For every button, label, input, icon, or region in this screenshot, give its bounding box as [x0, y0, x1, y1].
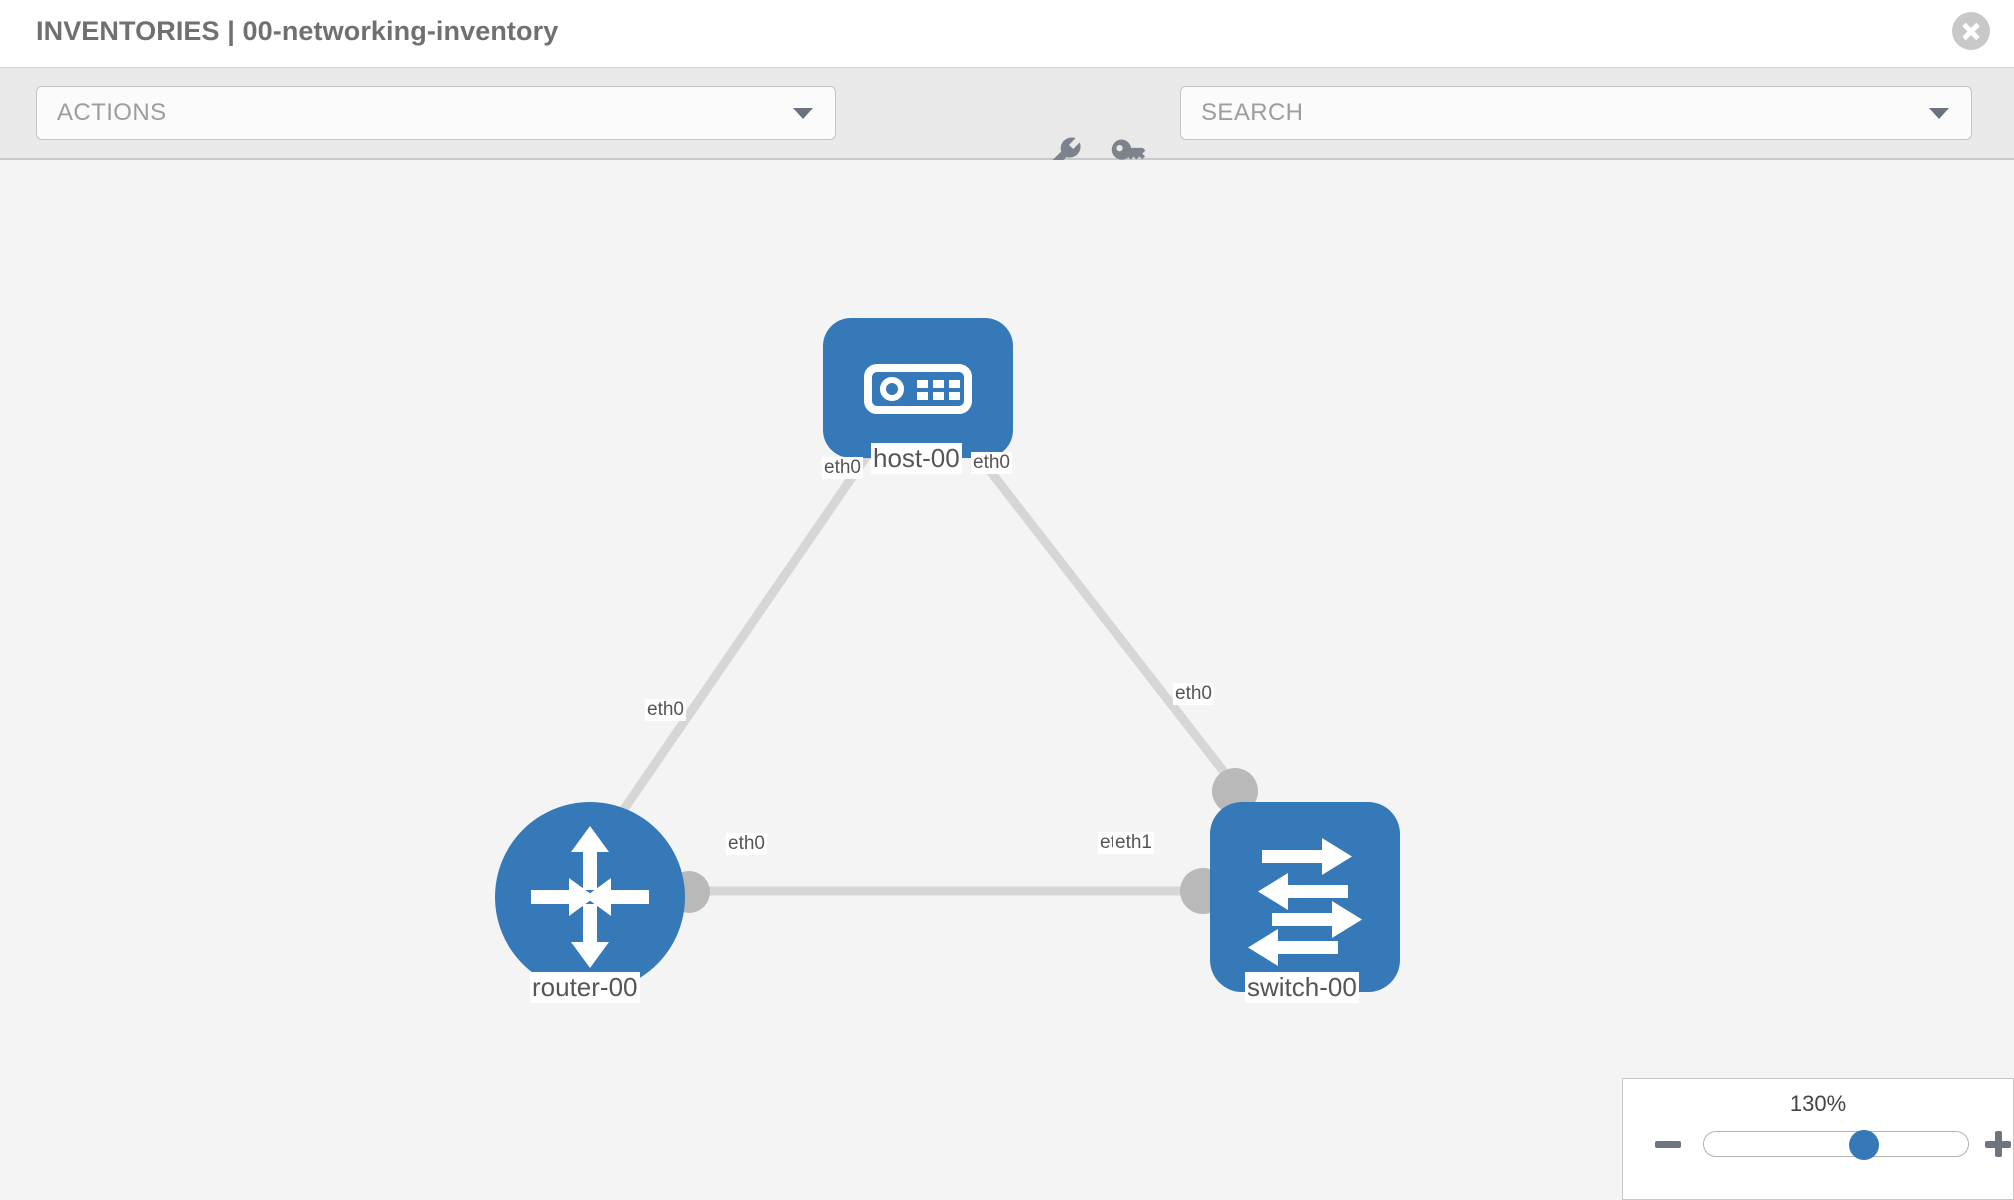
edge-host-switch: [947, 417, 1243, 795]
zoom-out-button[interactable]: [1655, 1141, 1681, 1148]
edge-label-host-right: eth0: [971, 452, 1012, 474]
edge-label-host-left: eth0: [822, 457, 863, 479]
key-icon[interactable]: [1108, 134, 1152, 178]
topology-canvas[interactable]: host-00 ro: [0, 160, 2014, 1200]
node-router-00[interactable]: [495, 802, 685, 992]
switch-arrows-icon: [1248, 838, 1362, 966]
page-header: INVENTORIES | 00-networking-inventory: [0, 0, 2014, 68]
zoom-slider[interactable]: [1703, 1131, 1969, 1157]
chevron-down-icon: [1929, 108, 1949, 119]
actions-dropdown-label: ACTIONS: [57, 99, 167, 126]
node-switch-00-shape: [1210, 802, 1400, 992]
edge-label-router-top: eth0: [645, 699, 686, 721]
search-placeholder: SEARCH: [1201, 99, 1304, 126]
actions-dropdown[interactable]: ACTIONS: [36, 86, 836, 140]
node-switch-00[interactable]: [1210, 802, 1400, 992]
search-input[interactable]: SEARCH: [1180, 86, 1972, 140]
edge-label-router-right: eth0: [726, 833, 767, 855]
zoom-level-value: 130%: [1789, 1091, 1847, 1116]
node-switch-00-label: switch-00: [1245, 972, 1359, 1003]
topology-edges: [615, 417, 1243, 896]
toolbar: ACTIONS SEARCH: [0, 68, 2014, 174]
edge-label-switch-left-b: eth1: [1113, 832, 1154, 854]
page-title: INVENTORIES | 00-networking-inventory: [36, 16, 559, 46]
close-icon[interactable]: [1952, 12, 1990, 50]
server-icon: [864, 364, 972, 414]
node-router-00-shape: [495, 802, 685, 992]
node-router-00-label: router-00: [530, 972, 640, 1003]
node-host-00-shape: [823, 318, 1013, 458]
node-host-00-label: host-00: [871, 443, 962, 474]
chevron-down-icon: [793, 108, 813, 119]
node-host-00[interactable]: [823, 318, 1013, 458]
edge-label-switch-top: eth0: [1173, 683, 1214, 705]
edge-host-router: [615, 420, 893, 820]
zoom-in-button[interactable]: [1985, 1131, 2011, 1157]
zoom-control-panel: 130%: [1622, 1078, 2014, 1200]
router-arrows-icon: [531, 826, 649, 968]
zoom-slider-thumb[interactable]: [1849, 1130, 1880, 1160]
